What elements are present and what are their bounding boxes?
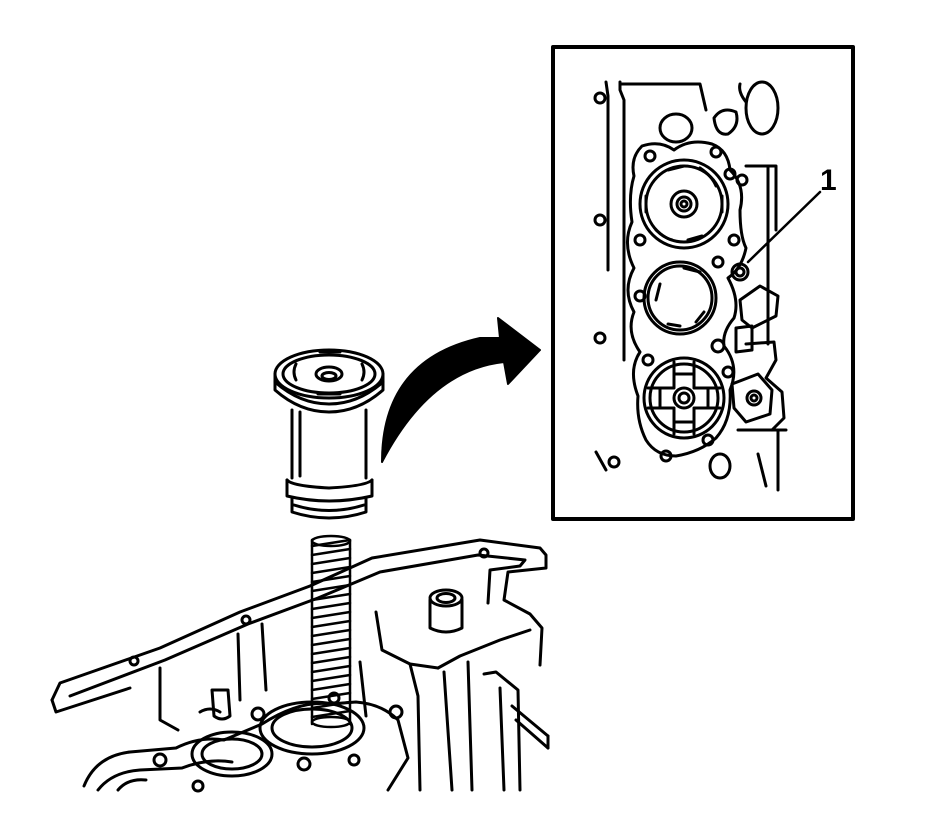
accumulator-piston — [273, 348, 385, 520]
detail-inset — [551, 45, 855, 521]
spring — [310, 534, 352, 729]
callout-label-1: 1 — [820, 164, 837, 197]
transmission-case — [50, 538, 550, 793]
transfer-arrow — [381, 317, 541, 463]
